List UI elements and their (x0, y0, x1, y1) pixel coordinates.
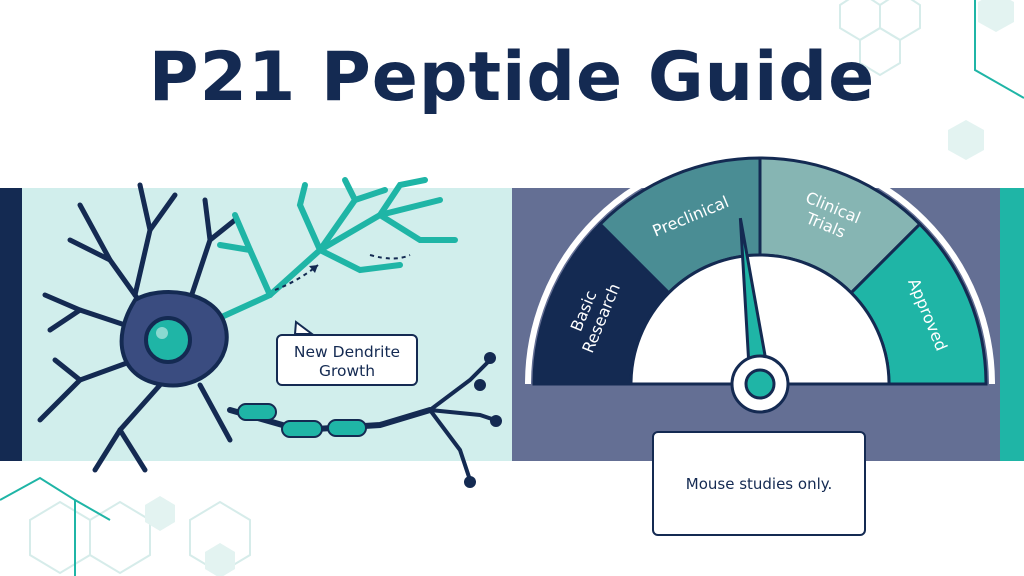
gauge-hub-center (744, 368, 776, 400)
neuron-illustration (37, 177, 502, 488)
page-title: P21 Peptide Guide (148, 38, 876, 117)
stage-note: Mouse studies only. (685, 474, 833, 493)
callout-line-1: New Dendrite (293, 343, 401, 361)
neuron-panel-edge (0, 188, 22, 461)
gauge-panel-edge (1000, 188, 1024, 461)
callout-line-2: Growth (318, 362, 376, 380)
stage-note-box: Mouse studies only. (652, 431, 866, 536)
dendrite-growth-callout: New Dendrite Growth (276, 334, 418, 386)
gauge-outer-ring (525, 150, 995, 385)
